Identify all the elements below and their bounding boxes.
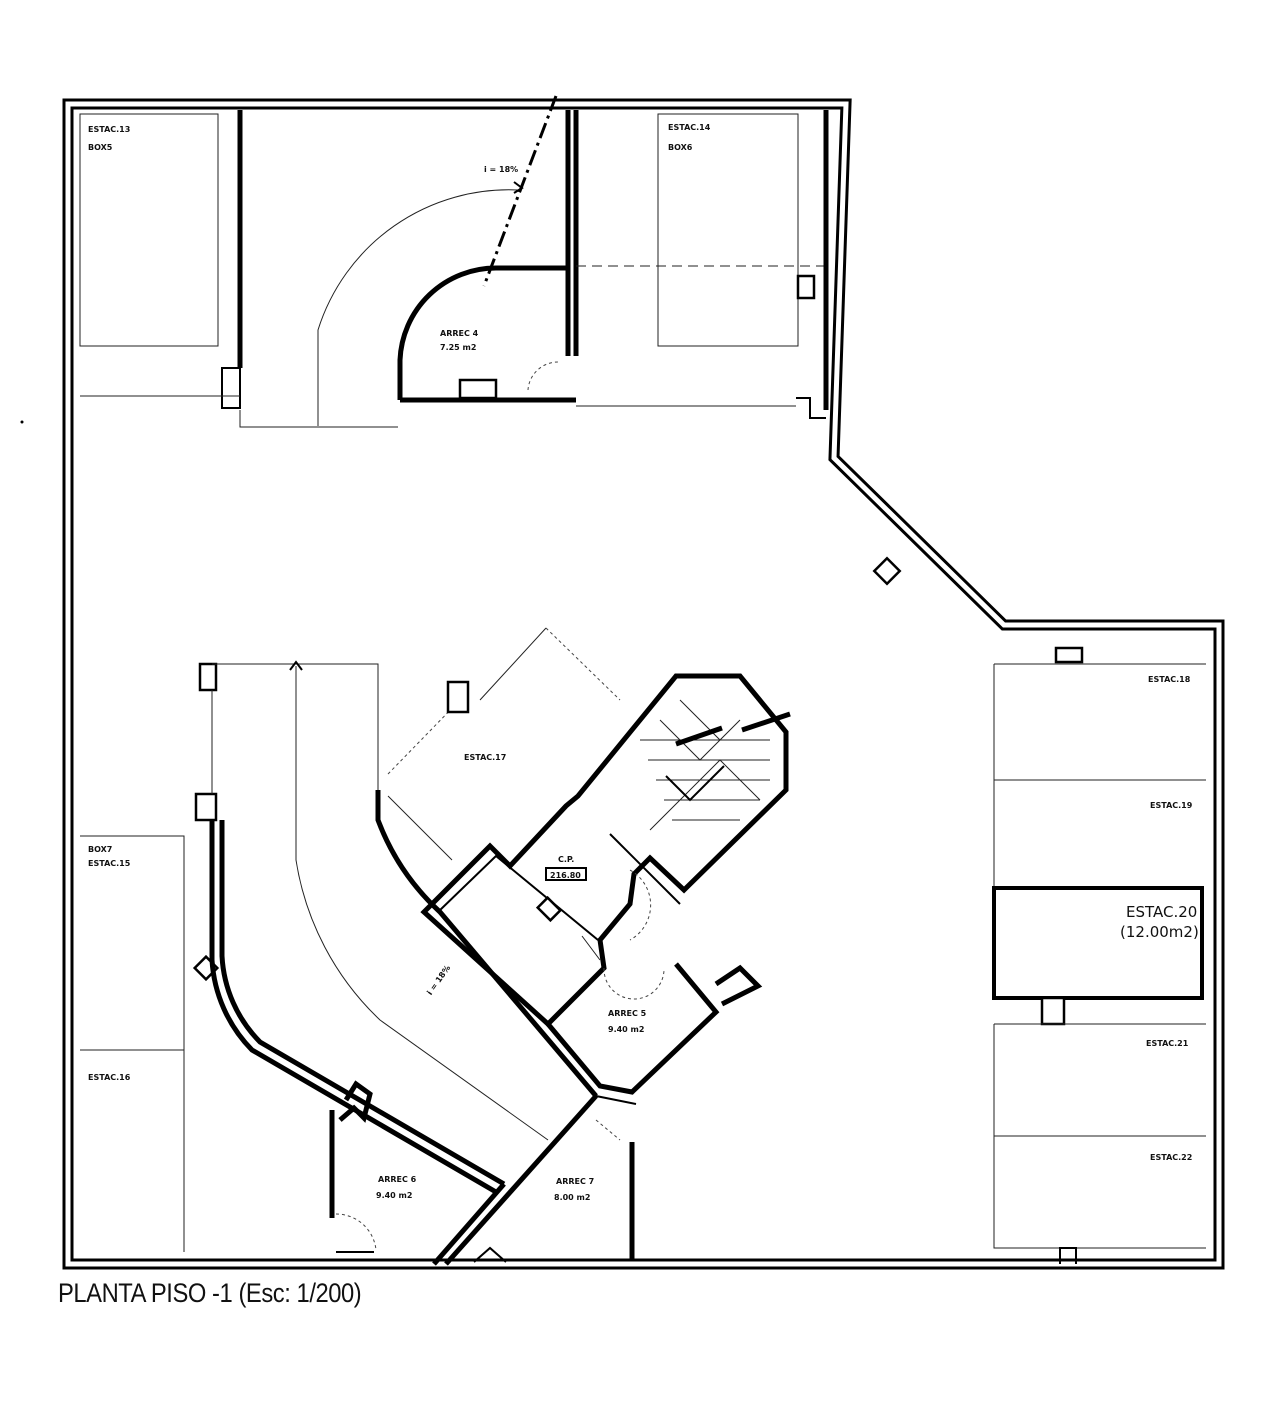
label-arrec7-area: 8.00 m2: [554, 1193, 590, 1202]
estac13-box: [79, 113, 219, 347]
left-zone: [80, 662, 220, 1252]
stray-mark: [20, 420, 24, 424]
label-arrec7-name: ARREC 7: [556, 1177, 594, 1186]
label-arrec4-area: 7.25 m2: [440, 343, 476, 352]
estac20-box: [992, 886, 1204, 1000]
label-arrec5-name: ARREC 5: [608, 1009, 647, 1018]
label-arrec6-area: 9.40 m2: [376, 1191, 412, 1200]
cp-value-box: [545, 867, 587, 881]
top-zone: [79, 95, 829, 428]
label-estac22: ESTAC.22: [1150, 1153, 1192, 1162]
bottom-zone: [329, 1080, 635, 1266]
column: [1040, 996, 1066, 1026]
main-ramp: [209, 660, 598, 1195]
label-estac17: ESTAC.17: [464, 753, 506, 762]
label-box6: BOX6: [668, 143, 693, 152]
plan-caption: PLANTA PISO -1 (Esc: 1/200): [58, 1278, 362, 1308]
column: [458, 378, 498, 400]
label-estac18: ESTAC.18: [1148, 675, 1191, 684]
column: [1054, 646, 1084, 664]
label-estac13-top: ESTAC.13: [88, 125, 130, 134]
arrec5-room: [546, 962, 763, 1105]
label-estac21: ESTAC.21: [1146, 1039, 1189, 1048]
label-arrec4-name: ARREC 4: [440, 329, 479, 338]
column: [872, 556, 902, 586]
label-estac20-name: ESTAC.20: [1126, 903, 1197, 921]
label-ramp-main-slope: i = 18%: [425, 964, 452, 997]
label-arrec6-name: ARREC 6: [378, 1175, 417, 1184]
label-estac14: ESTAC.14: [668, 123, 711, 132]
stair: [640, 699, 791, 831]
label-box5: BOX5: [88, 143, 113, 152]
label-estac19: ESTAC.19: [1150, 801, 1193, 810]
label-estac16: ESTAC.16: [88, 1073, 131, 1082]
outer-wall: [62, 98, 1225, 1270]
column: [198, 662, 218, 692]
column: [535, 895, 563, 923]
label-cp-value: 216.80: [550, 871, 581, 880]
label-ramp-top-slope: i = 18%: [484, 165, 518, 174]
estac14-box: [657, 113, 799, 347]
central-core: [420, 627, 791, 1028]
column: [796, 274, 816, 300]
right-zone: [872, 556, 1206, 1264]
ramp-axis-line: [482, 95, 558, 287]
label-box7: BOX7: [88, 845, 112, 854]
label-estac15: ESTAC.15: [88, 859, 131, 868]
label-cp-name: C.P.: [558, 855, 574, 864]
label-arrec5-area: 9.40 m2: [608, 1025, 644, 1034]
labels: ESTAC.13 BOX5 ESTAC.14 BOX6 i = 18% ARRE…: [88, 123, 1199, 1202]
column: [194, 792, 218, 822]
label-estac20-area: (12.00m2): [1120, 923, 1199, 941]
column: [446, 680, 470, 714]
